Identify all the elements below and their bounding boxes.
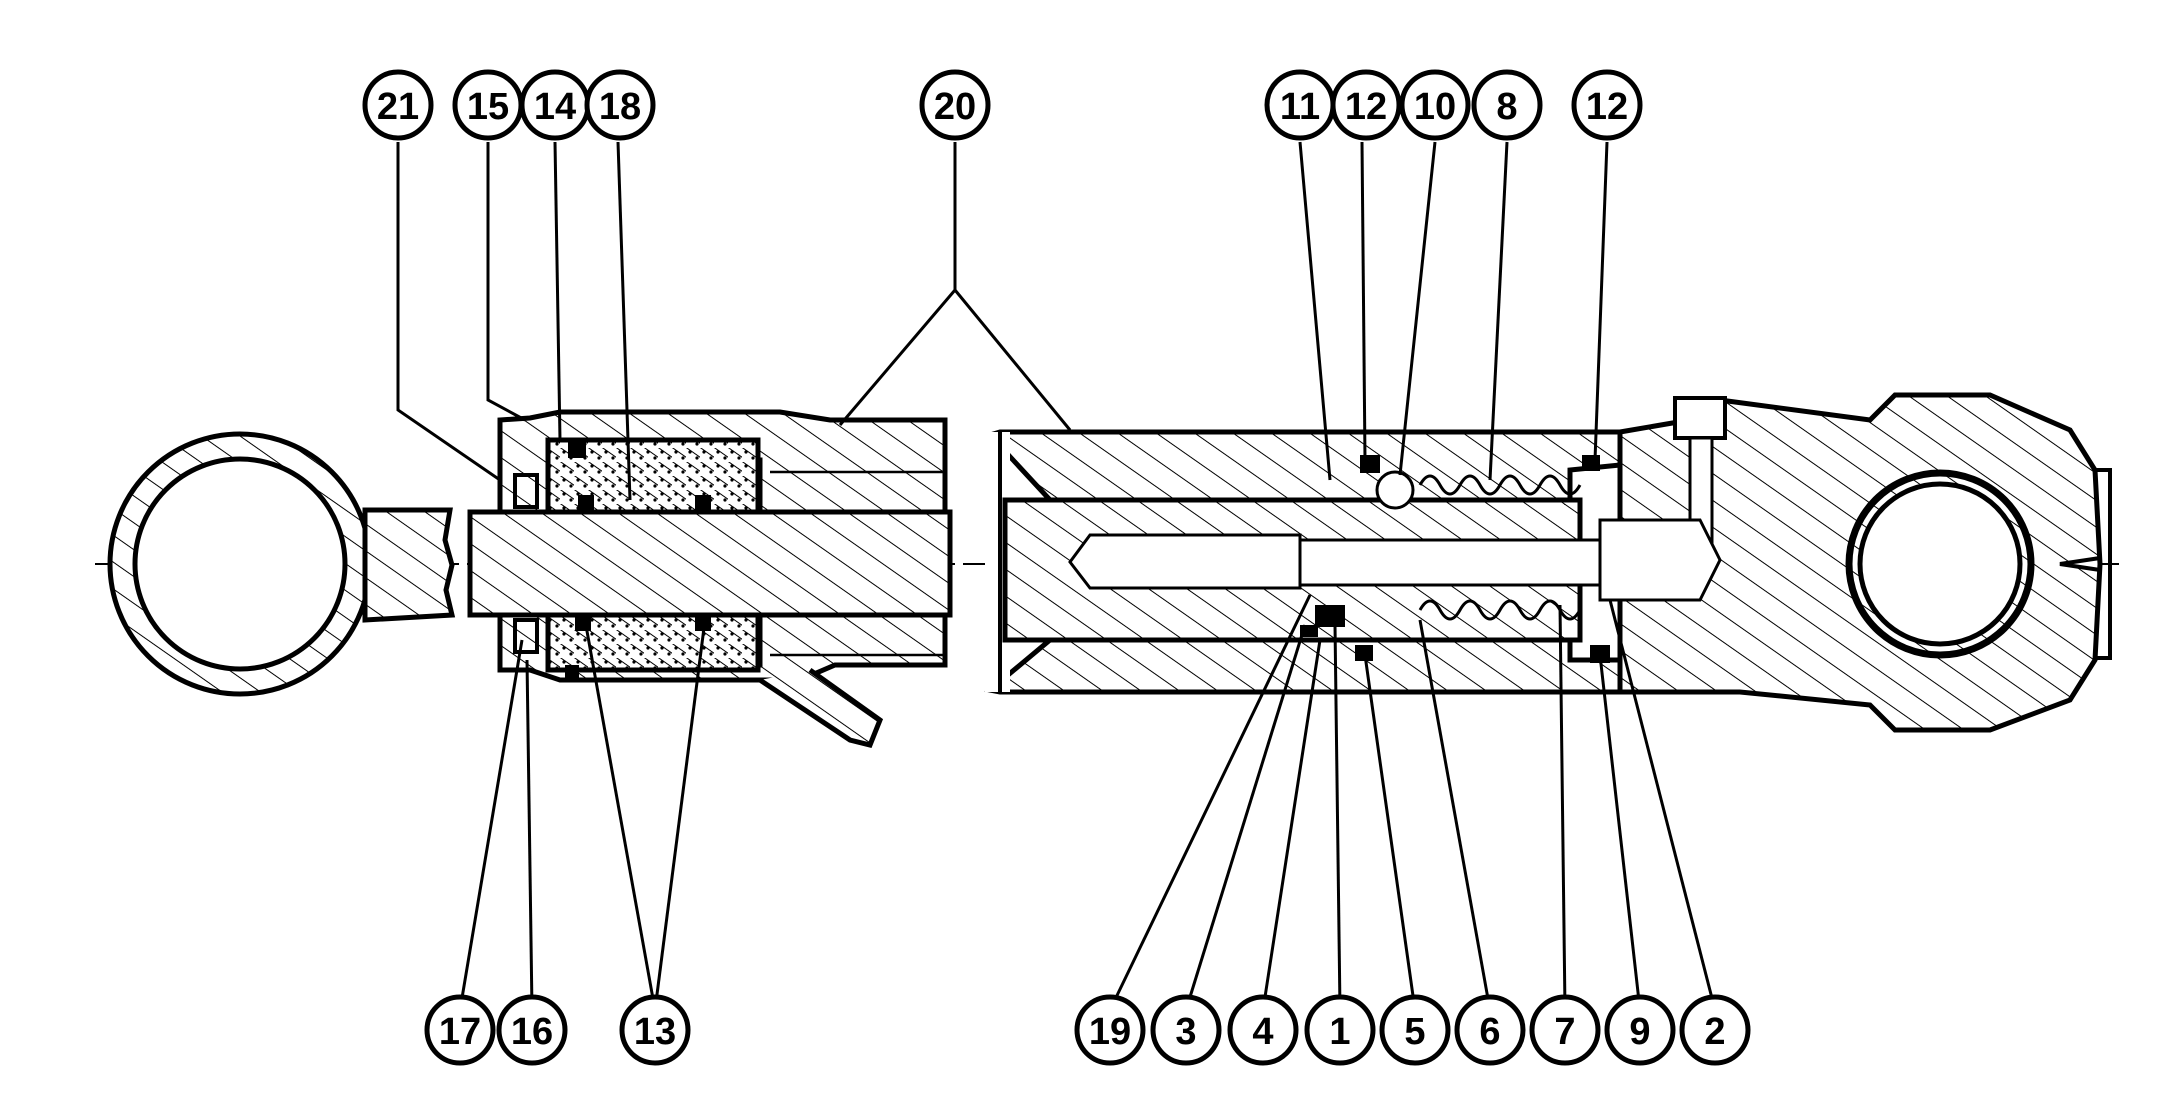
callout-2: 2 [1679,994,1751,1066]
callout-16-text: 16 [511,1011,553,1053]
callout-5: 5 [1379,994,1451,1066]
callout-8-text: 8 [1496,86,1517,128]
callout-21: 21 [362,69,434,141]
callout-13-text: 13 [634,1011,676,1053]
callout-4: 4 [1227,994,1299,1066]
callout-12b: 12 [1571,69,1643,141]
piston-rod-left [467,509,953,618]
callout-7-text: 7 [1554,1011,1575,1053]
callout-2-text: 2 [1704,1011,1725,1053]
clevis-end [1598,392,2112,733]
callouts-bottom: 17 16 13 19 3 4 1 5 [424,994,1751,1066]
callout-1-text: 1 [1329,1011,1350,1053]
leader-lines [396,141,1717,1011]
callout-7: 7 [1529,994,1601,1066]
callout-19-text: 19 [1089,1011,1131,1053]
callout-17: 17 [424,994,496,1066]
rod-eye [107,431,456,697]
callout-21-text: 21 [377,86,419,128]
callout-20: 20 [919,69,991,141]
callout-9-text: 9 [1629,1011,1650,1053]
callout-11-text: 11 [1280,86,1320,128]
piston-rod-right [1002,497,1602,643]
callout-16: 16 [496,994,568,1066]
callout-11: 11 [1264,69,1336,141]
callout-12a: 12 [1330,69,1402,141]
callout-8: 8 [1471,69,1543,141]
callout-13: 13 [619,994,691,1066]
callout-15: 15 [452,69,524,141]
callout-3: 3 [1150,994,1222,1066]
callout-10-text: 10 [1414,86,1456,128]
callout-6: 6 [1454,994,1526,1066]
callout-14: 14 [519,69,591,141]
callout-15-text: 15 [467,86,509,128]
callout-1: 1 [1304,994,1376,1066]
callout-3-text: 3 [1175,1011,1196,1053]
callout-18-text: 18 [599,86,641,128]
callout-9: 9 [1604,994,1676,1066]
callout-19: 19 [1074,994,1146,1066]
callout-12b-text: 12 [1586,86,1628,128]
callout-17-text: 17 [439,1011,481,1053]
callout-5-text: 5 [1404,1011,1425,1053]
callout-6-text: 6 [1479,1011,1500,1053]
callouts-top: 21 15 14 18 20 11 12 10 [362,69,1643,141]
valve-springs [1300,455,1610,663]
callout-12a-text: 12 [1345,86,1387,128]
callout-14-text: 14 [534,86,576,128]
callout-10: 10 [1399,69,1471,141]
callout-4-text: 4 [1252,1011,1273,1053]
callout-20-text: 20 [934,86,976,128]
callout-18: 18 [584,69,656,141]
